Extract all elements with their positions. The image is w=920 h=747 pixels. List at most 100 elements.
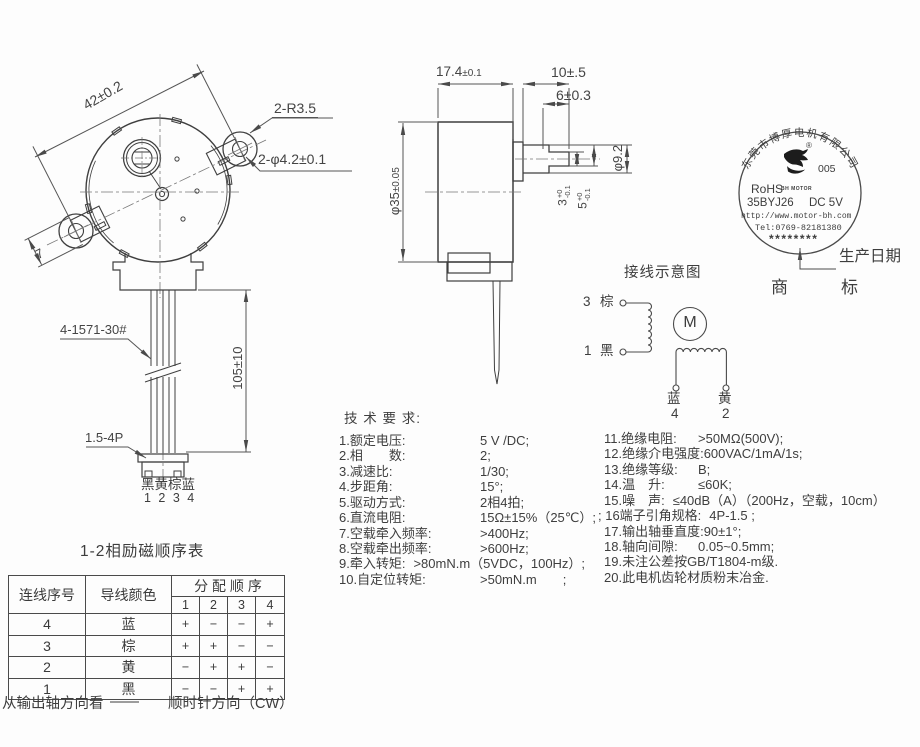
table-row: 1 黑 − − + + (8, 677, 285, 700)
sign-cell: + (255, 613, 285, 636)
dim-mount-holes-label: 2-φ4.2±0.1 (258, 151, 327, 167)
wire-gauge-label: 4-1571-30# (60, 322, 127, 337)
footer-direction: 顺时针方向（CW） (168, 696, 294, 712)
sign-cell: − (171, 656, 200, 679)
tech-item-7: 7.空载牵入频率:>400Hz; (339, 526, 529, 541)
tech-item-19: 19.未注公差按GB/T1804-m级. (604, 554, 779, 569)
trademark-label: 商 (771, 278, 788, 297)
motor-symbol-letter: M (683, 314, 697, 331)
tech-item-20: 20.此电机齿轮材质粉末冶金. (604, 570, 769, 585)
stamp-model: 35BYJ26 (747, 197, 794, 209)
tech-item-9: 9.牵入转矩:>80mN.m（5VDC，100Hz）; (339, 556, 586, 571)
tech-item-17: 17.输出轴垂直度:90±1°; (604, 524, 742, 539)
tech-item-1: 1.额定电压:5 V /DC; (339, 433, 530, 448)
stamp-brand-small: BH MOTOR (781, 186, 813, 192)
front-view-drawing (46, 114, 267, 484)
dim-flat-5: 5+0-0.1 (574, 188, 592, 209)
terminal1-color: 黑 (600, 343, 614, 358)
wire-no: 3 (8, 634, 86, 657)
stamp-url: http://www.motor-bh.com (741, 212, 852, 221)
stamp-rohs: RoHS (751, 182, 784, 196)
wire-color: 蓝 (85, 613, 172, 636)
terminal4-number: 4 (671, 406, 679, 421)
trademark-label: 标 (841, 278, 858, 297)
col-header-wire-no: 连线序号 (8, 575, 86, 614)
dim-shaft-dia: φ9.2 (609, 144, 625, 172)
tech-item-6: 6.直流电阻:15Ω±15%（25℃）; (339, 510, 597, 525)
terminal2-color: 黄 (718, 391, 732, 406)
sequence-table-title: 1-2相励磁顺序表 (80, 543, 205, 560)
table-row: 2 黄 − + + − (8, 656, 285, 679)
wire-color: 黄 (85, 656, 172, 679)
terminal4-color: 蓝 (667, 391, 681, 406)
dim-body-length: 17.4±0.1 (436, 64, 482, 79)
step-header: 2 (199, 596, 228, 614)
motor-symbol-circle (672, 306, 708, 342)
connector-type-label: 1.5-4P (85, 430, 124, 445)
col-header-sequence: 分 配 顺 序 (171, 575, 285, 597)
dim-flat-length: 6±0.3 (556, 87, 591, 103)
terminal2-number: 2 (722, 406, 730, 421)
table-row: 3 棕 + + − − (8, 634, 285, 657)
sign-cell: + (255, 677, 285, 700)
dim-body-dia: φ35±0.05 (386, 167, 402, 216)
sign-cell: − (199, 613, 228, 636)
dim-wire-length: 105±10 (229, 346, 245, 390)
col-header-wire-color: 导线颜色 (85, 575, 172, 614)
stamp-code: 005 (818, 163, 836, 175)
sign-cell: − (227, 613, 256, 636)
terminal3-number: 3 (583, 294, 591, 309)
tech-item-8: 8.空载牵出频率:>600Hz; (339, 541, 529, 556)
step-header: 3 (227, 596, 256, 614)
wiring-diagram-linework (619, 299, 730, 392)
tech-item-18: 18.轴向间隙:0.05~0.5mm; (604, 539, 775, 554)
side-view-drawing (425, 121, 600, 385)
stamp-voltage: DC 5V (809, 197, 843, 209)
stamp-tel: Tel:0769-82181380 (755, 223, 842, 233)
wire-no: 2 (8, 656, 86, 679)
registered-mark-icon: ® (806, 141, 812, 150)
tech-item-16: ; 16端子引角规格:4P-1.5 ; (598, 508, 755, 523)
step-header: 1 (171, 596, 200, 614)
tech-item-4: 4.步距角:15°; (339, 479, 504, 494)
table-row: 4 蓝 + − − + (8, 613, 285, 636)
dim-flat-3: 3+0-0.1 (554, 185, 572, 206)
footer-view-label: 从输出轴方向看 (2, 696, 104, 712)
terminal3-color: 棕 (600, 294, 614, 309)
tech-item-10: 10.自定位转矩:>50mN.m ; (339, 572, 567, 587)
production-date-label: 生产日期 (839, 248, 902, 265)
front-view-dimensions (24, 64, 352, 459)
tech-item-15: 15.噪 声:≤40dB（A）（200Hz，空载，10cm） (604, 493, 886, 508)
phase-sequence-table: 连线序号 导线颜色 分 配 顺 序 1 2 3 4 4 蓝 + − − + 3 … (8, 575, 285, 700)
wire-no: 4 (8, 613, 86, 636)
dim-ear-radius-label: 2-R3.5 (272, 100, 319, 119)
tech-item-12: 12.绝缘介电强度:600VAC/1mA/1s; (604, 446, 803, 461)
sign-cell: − (255, 656, 285, 679)
sign-cell: − (227, 634, 256, 657)
tech-item-2: 2.相 数:2; (339, 448, 491, 463)
dim-shaft-length: 10±.5 (551, 64, 586, 80)
tech-item-11: 11.绝缘电阻:>50MΩ(500V); (604, 431, 784, 446)
sign-cell: − (255, 634, 285, 657)
footer-dash: —— (110, 694, 139, 710)
sign-cell: + (171, 613, 200, 636)
tech-item-3: 3.减速比:1/30; (339, 464, 509, 479)
tech-item-13: 13.绝缘等级:B; (604, 462, 711, 477)
wiring-title: 接线示意图 (624, 265, 702, 281)
sign-cell: + (199, 656, 228, 679)
sign-cell: + (227, 656, 256, 679)
wire-colors-label: 黑黄棕蓝 (141, 477, 195, 492)
tech-item-5: 5.驱动方式:2相4拍; (339, 495, 525, 510)
step-header: 4 (255, 596, 285, 614)
wire-numbers-label: 1 2 3 4 (144, 491, 195, 505)
bh-motor-logo-icon (784, 149, 808, 174)
stamp-date-stars: ******** (769, 232, 819, 246)
sign-cell: − (171, 677, 200, 700)
wire-color: 棕 (85, 634, 172, 657)
tech-item-14: 14.温 升:≤60K; (604, 477, 732, 492)
stamp-linework (738, 131, 862, 270)
sign-cell: + (171, 634, 200, 657)
terminal1-number: 1 (584, 343, 592, 358)
